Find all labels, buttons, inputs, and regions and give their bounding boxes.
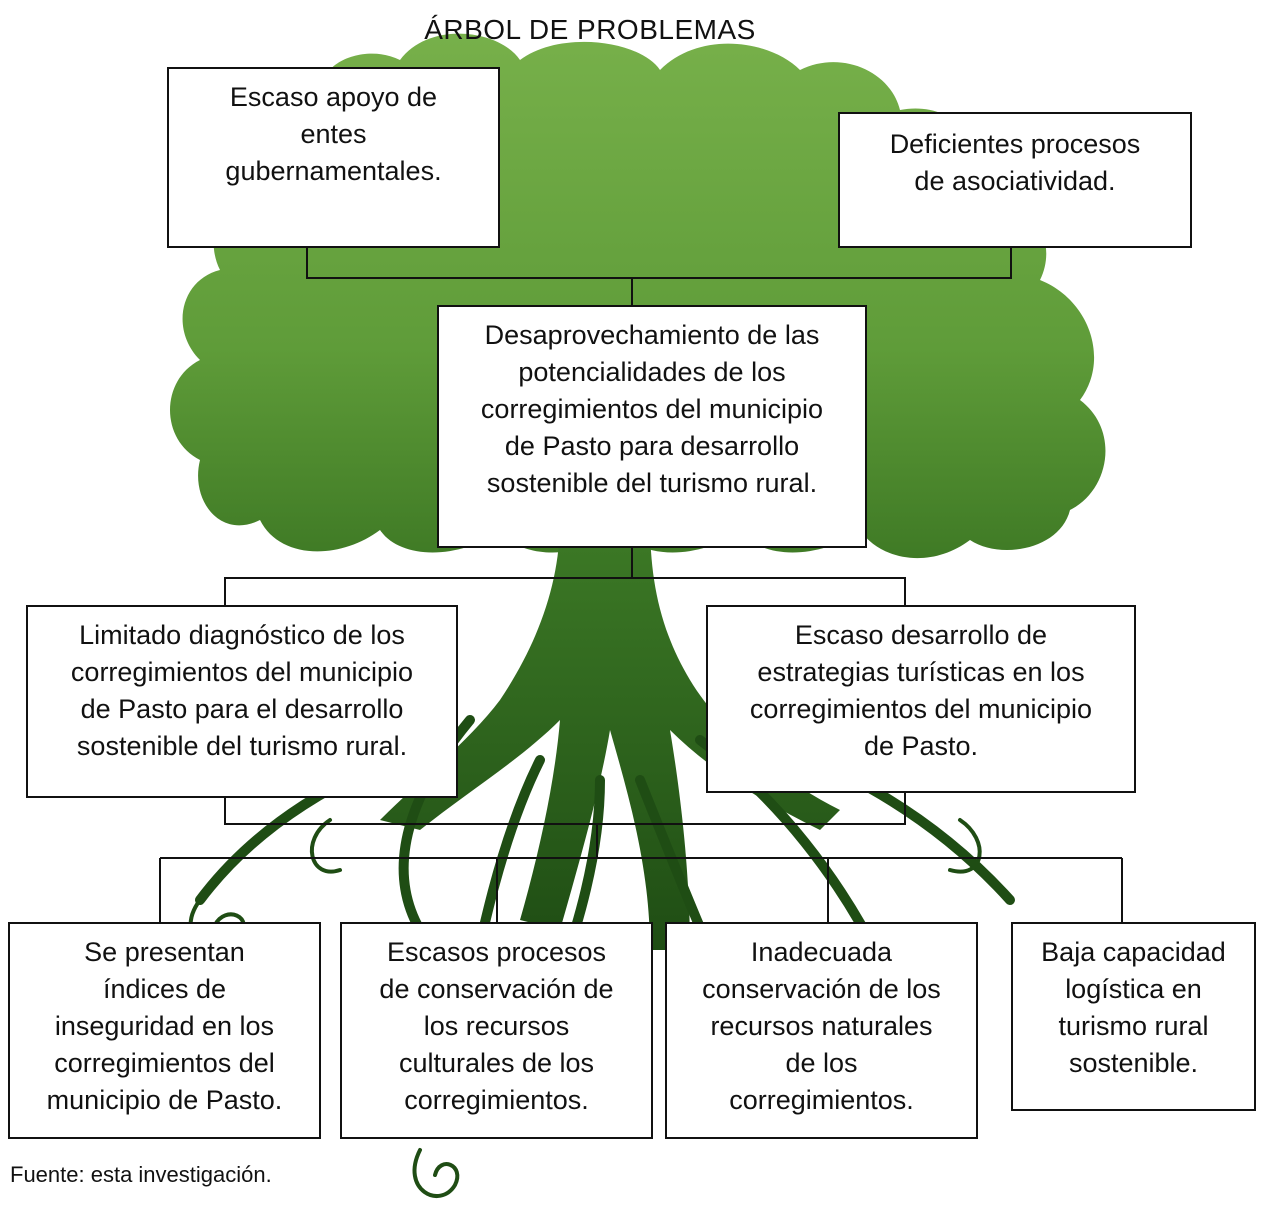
subcause-box-1: Se presentan índices de inseguridad en l… — [8, 922, 321, 1139]
effect-box-right: Deficientes procesos de asociatividad. — [838, 112, 1192, 248]
subcause-text-4: Baja capacidad logística en turismo rura… — [1041, 937, 1226, 1078]
subcause-box-4: Baja capacidad logística en turismo rura… — [1011, 922, 1256, 1111]
source-note: Fuente: esta investigación. — [10, 1162, 272, 1187]
subcause-text-2: Escasos procesos de conservación de los … — [379, 937, 614, 1115]
causes-connector — [224, 547, 906, 606]
subcauses-connector — [159, 792, 1123, 923]
effect-box-left: Escaso apoyo de entes gubernamentales. — [167, 67, 500, 248]
effect-text-right: Deficientes procesos de asociatividad. — [889, 129, 1141, 196]
cause-box-right: Escaso desarrollo de estrategias turísti… — [706, 605, 1136, 793]
tree-trunk — [380, 520, 840, 950]
central-problem-box: Desaprovechamiento de las potencialidade… — [437, 305, 867, 548]
subcause-text-3: Inadecuada conservación de los recursos … — [702, 937, 941, 1115]
effect-text-left: Escaso apoyo de entes gubernamentales. — [225, 82, 442, 186]
cause-box-left: Limitado diagnóstico de los corregimient… — [26, 605, 458, 798]
cause-text-right: Escaso desarrollo de estrategias turísti… — [749, 620, 1093, 761]
subcause-box-2: Escasos procesos de conservación de los … — [340, 922, 653, 1139]
cause-text-left: Limitado diagnóstico de los corregimient… — [70, 620, 414, 761]
subcause-box-3: Inadecuada conservación de los recursos … — [665, 922, 978, 1139]
subcause-text-1: Se presentan índices de inseguridad en l… — [46, 937, 283, 1115]
central-problem-text: Desaprovechamiento de las potencialidade… — [480, 320, 824, 498]
effects-connector — [306, 247, 1012, 306]
diagram-title: ÁRBOL DE PROBLEMAS — [424, 14, 756, 45]
